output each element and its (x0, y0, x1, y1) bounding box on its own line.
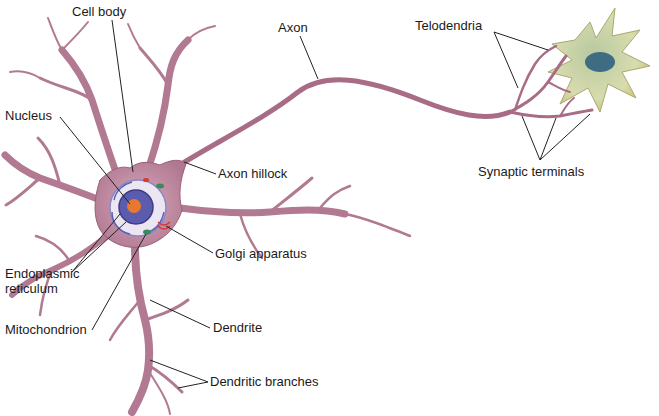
leader-line (112, 20, 133, 172)
dendritic-branch (6, 178, 40, 205)
part-label: Endoplasmic reticulum (5, 266, 95, 296)
dendritic-branch (110, 300, 140, 340)
telodendron (510, 110, 592, 117)
nucleus (119, 190, 153, 224)
leader-line (72, 214, 120, 272)
leader-line (494, 32, 548, 50)
cell-body (95, 160, 186, 247)
part-label: Dendritic branches (210, 374, 370, 389)
dendritic-branch (140, 48, 168, 85)
telodendron (548, 82, 570, 92)
nucleolus (127, 199, 141, 213)
leader-line (540, 118, 556, 160)
dendritic-branch (36, 236, 70, 262)
golgi-apparatus (158, 222, 170, 229)
leader-line (540, 114, 590, 160)
part-label: Dendrite (213, 320, 313, 335)
dendrite (62, 50, 118, 178)
mitochondrion (156, 184, 164, 189)
leader-line (92, 234, 146, 330)
telodendron (560, 98, 574, 116)
telodendron (515, 46, 556, 110)
mitochondrion (143, 230, 151, 235)
leader-lines (60, 20, 590, 388)
leader-line (178, 382, 208, 388)
dendritic-branch (145, 300, 188, 320)
dendritic-branch (48, 18, 62, 50)
part-label: Synaptic terminals (478, 164, 638, 179)
dendritic-branch (128, 24, 140, 48)
leader-line (166, 226, 213, 253)
part-label: Telodendria (415, 18, 535, 33)
leader-line (72, 222, 126, 272)
axon (178, 80, 510, 166)
part-label: Nucleus (5, 108, 85, 123)
target-nucleus (585, 52, 615, 72)
dendritic-branch (10, 71, 40, 78)
leader-line (300, 36, 318, 79)
dendritic-branch (40, 78, 92, 100)
part-label: Mitochondrion (5, 322, 125, 337)
dendritic-branch (188, 26, 215, 40)
part-label: Axon (278, 20, 358, 35)
dendrite (148, 40, 188, 170)
dendritic-branch (38, 138, 60, 185)
dendrite (132, 245, 149, 412)
axon-group (178, 46, 592, 166)
leader-line (522, 116, 540, 160)
endoplasmic-reticulum (112, 182, 164, 234)
dendritic-branch (270, 178, 312, 212)
dendritic-branch (62, 22, 88, 50)
dendritic-branch (320, 186, 350, 208)
leader-line (184, 162, 216, 174)
vesicle (143, 178, 149, 182)
leader-line (60, 117, 130, 204)
leader-line (494, 32, 518, 88)
cutaway (110, 180, 166, 236)
leader-line (150, 300, 210, 328)
leader-line (150, 360, 208, 382)
part-label: Golgi apparatus (215, 246, 375, 261)
dendritic-branch (148, 370, 170, 414)
dendritic-branch (345, 214, 410, 236)
part-label: Cell body (72, 4, 192, 19)
part-label: Axon hillock (218, 166, 358, 181)
dendrites (5, 18, 410, 414)
